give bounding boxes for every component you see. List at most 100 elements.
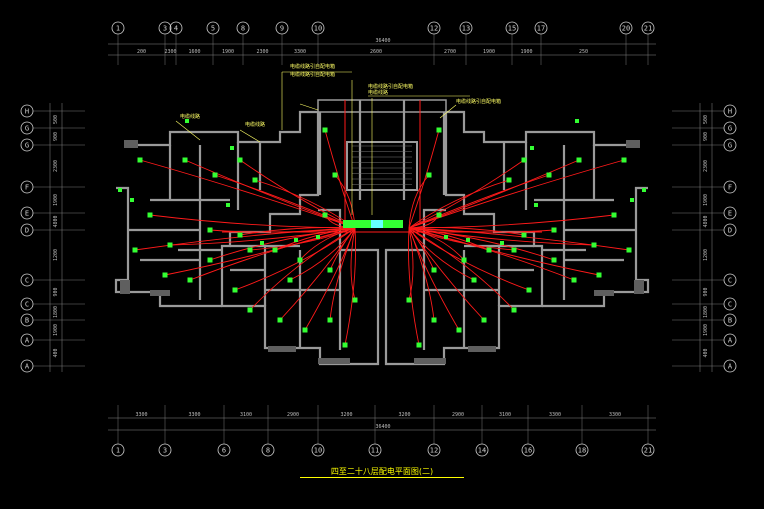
bottom-axis-bubble-label: 10 xyxy=(314,447,322,455)
circuit-left xyxy=(239,227,356,236)
left-dim-text: 1200 xyxy=(53,249,59,261)
device-right xyxy=(506,177,512,183)
right-dim-text: 500 xyxy=(703,115,709,124)
bottom-dim-text: 3100 xyxy=(499,412,511,418)
device-right xyxy=(481,317,487,323)
annotation-leader xyxy=(239,129,261,143)
right-axis-bubble-circle xyxy=(723,359,737,373)
left-axis-bubble-circle xyxy=(20,180,34,194)
circuit-right xyxy=(408,227,600,276)
right-axis-bubble-label: C xyxy=(728,301,732,309)
device-right xyxy=(431,267,437,273)
left-dim-text: 500 xyxy=(53,115,59,124)
outlet-right xyxy=(630,198,634,202)
device-left xyxy=(232,287,238,293)
top-axis-bubble-label: 10 xyxy=(314,25,322,33)
device-right xyxy=(471,277,477,283)
top-axis-bubble-circle xyxy=(311,21,325,35)
top-axis-bubble-circle xyxy=(206,21,220,35)
left-dim-text: 2300 xyxy=(53,160,59,172)
top-axis-bubble-circle xyxy=(619,21,633,35)
device-right xyxy=(521,232,527,238)
device-right xyxy=(456,327,462,333)
bottom-axis-bubble-label: 11 xyxy=(371,447,379,455)
circuit-left xyxy=(184,159,356,229)
device-left xyxy=(302,327,308,333)
window-right xyxy=(634,280,644,294)
outlet-right xyxy=(466,238,470,242)
top-dim-text: 1900 xyxy=(483,49,495,55)
left-axis-bubble-circle xyxy=(20,333,34,347)
device-left xyxy=(162,272,168,278)
circuit-left xyxy=(350,227,356,301)
wall-layer xyxy=(114,99,650,366)
circuit-right xyxy=(408,227,525,236)
circuit-left xyxy=(169,227,356,246)
device-left xyxy=(247,247,253,253)
top-axis-bubble-label: 20 xyxy=(622,25,630,33)
right-axis-bubble-circle xyxy=(723,333,737,347)
device-right xyxy=(526,287,532,293)
top-axis-bubble-label: 9 xyxy=(280,25,284,33)
wall-lower-left xyxy=(114,186,222,308)
device-right xyxy=(546,172,552,178)
device-right xyxy=(571,277,577,283)
distribution-panel-left xyxy=(343,220,371,228)
right-axis-bubble-circle xyxy=(723,180,737,194)
bottom-axis-bubble-label: 6 xyxy=(222,447,226,455)
left-axis-bubble-label: C xyxy=(25,277,29,285)
bottom-axis-bubble-label: 21 xyxy=(644,447,652,455)
top-axis-bubble-label: 15 xyxy=(508,25,516,33)
device-left xyxy=(167,242,173,248)
device-left xyxy=(187,277,193,283)
device-right xyxy=(626,247,632,253)
right-dim-text: 4800 xyxy=(703,215,709,227)
right-axis-bubble-circle xyxy=(723,223,737,237)
bottom-axis-bubble-label: 18 xyxy=(578,447,586,455)
device-right xyxy=(406,297,412,303)
bottom-dim-text: 3100 xyxy=(240,412,252,418)
top-axis-bubble-label: 8 xyxy=(241,25,245,33)
outlet-left xyxy=(294,238,298,242)
left-axis-bubble-label: B xyxy=(25,317,29,325)
device-left xyxy=(252,177,258,183)
outlet-right xyxy=(642,188,646,192)
right-axis-bubble-circle xyxy=(723,138,737,152)
bottom-axis-bubble-circle xyxy=(475,443,489,457)
device-right xyxy=(621,157,627,163)
bottom-axis-bubble-circle xyxy=(641,443,655,457)
device-right xyxy=(551,257,557,263)
circuit-left xyxy=(289,227,356,281)
right-dim-text: 400 xyxy=(703,348,709,357)
left-axis-bubble-label: G xyxy=(25,142,29,150)
bottom-dim-text: 3300 xyxy=(609,412,621,418)
left-dim-text: 900 xyxy=(53,287,59,296)
circuit-right xyxy=(408,227,515,251)
circuit-right xyxy=(408,227,515,311)
annotation-text: 电缆线路引自配电箱 xyxy=(290,63,335,70)
circuit-layer xyxy=(134,100,630,346)
window-right xyxy=(594,290,614,296)
left-dim-text: 900 xyxy=(53,132,59,141)
top-axis-bubble-circle xyxy=(641,21,655,35)
distribution-panel-right xyxy=(383,220,403,228)
circuit-left xyxy=(344,227,357,346)
bottom-dim-text: 3300 xyxy=(135,412,147,418)
corridor-top xyxy=(317,99,447,113)
device-right xyxy=(486,247,492,253)
outlet-left xyxy=(185,119,189,123)
device-right xyxy=(596,272,602,278)
window-left xyxy=(318,358,350,364)
window-right xyxy=(626,140,640,148)
bottom-axis-bubble-circle xyxy=(521,443,535,457)
device-left xyxy=(247,307,253,313)
circuit-left xyxy=(134,227,356,251)
right-axis-bubble-circle xyxy=(723,297,737,311)
device-right xyxy=(461,257,467,263)
window-left xyxy=(150,290,170,296)
device-right xyxy=(436,212,442,218)
top-total-dim: 36400 xyxy=(375,38,390,44)
bottom-dim-text: 2900 xyxy=(287,412,299,418)
left-axis-bubble-circle xyxy=(20,297,34,311)
outlet-right xyxy=(500,241,504,245)
